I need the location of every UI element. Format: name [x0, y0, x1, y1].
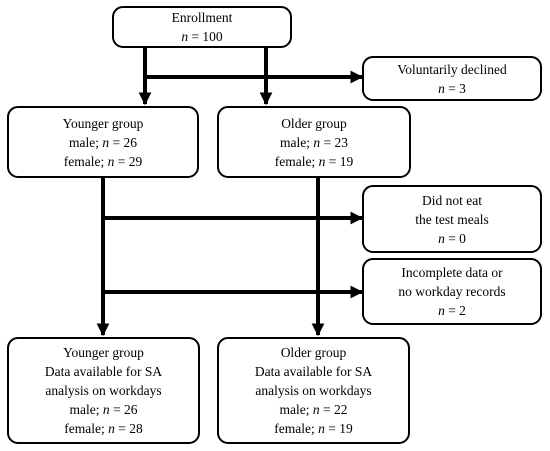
older-male: male; n = 23 [280, 134, 348, 150]
incomplete-line1: Incomplete data or [401, 265, 503, 280]
incomplete-count: n = 2 [438, 303, 466, 318]
enrollment-box: Enrollment n = 100 [112, 6, 292, 48]
older-final-line2: Data available for SA [254, 364, 373, 379]
incomplete-data-box: Incomplete data or no workday records n … [362, 258, 542, 325]
older-title: Older group [281, 115, 347, 131]
older-final-title: Older group [280, 345, 347, 360]
younger-group-box: Younger group male; n = 26 female; n = 2… [7, 106, 199, 178]
did-not-eat-count: n = 0 [438, 230, 466, 246]
declined-count: n = 3 [438, 80, 466, 96]
younger-final-male: male; n = 26 [69, 402, 138, 417]
younger-female: female; n = 29 [63, 153, 143, 169]
did-not-eat-line2: the test meals [415, 211, 489, 227]
did-not-eat-box: Did not eat the test meals n = 0 [362, 185, 542, 253]
enrollment-count: n = 100 [181, 29, 223, 44]
younger-male: male; n = 26 [69, 134, 137, 150]
older-female: female; n = 19 [274, 153, 354, 169]
older-final-male: male; n = 22 [279, 402, 348, 417]
younger-final-line3: analysis on workdays [45, 383, 162, 398]
younger-title: Younger group [62, 115, 144, 131]
declined-box: Voluntarily declined n = 3 [362, 56, 542, 101]
older-final-female: female; n = 19 [274, 421, 353, 436]
younger-final-title: Younger group [63, 345, 144, 360]
did-not-eat-line1: Did not eat [422, 192, 482, 208]
incomplete-line2: no workday records [398, 284, 506, 299]
older-group-box: Older group male; n = 23 female; n = 19 [217, 106, 411, 178]
younger-final-line2: Data available for SA [44, 364, 163, 379]
declined-title: Voluntarily declined [397, 61, 507, 77]
younger-final-box: Younger group Data available for SA anal… [7, 337, 200, 444]
enrollment-title: Enrollment [171, 10, 233, 25]
older-final-box: Older group Data available for SA analys… [217, 337, 410, 444]
younger-final-female: female; n = 28 [64, 421, 143, 436]
older-final-line3: analysis on workdays [255, 383, 372, 398]
